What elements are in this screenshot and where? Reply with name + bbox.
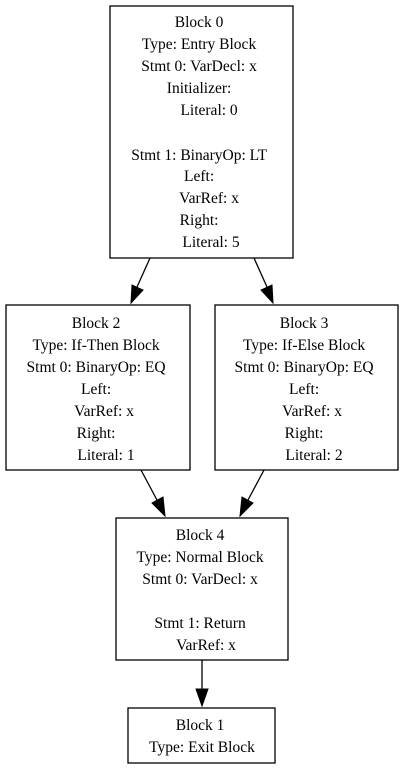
block-0-box <box>109 5 294 259</box>
block-1-line: Block 1 <box>176 717 225 734</box>
block-2-line: Left: <box>81 381 111 398</box>
block-2-line: Literal: 1 <box>77 447 134 464</box>
block-2-line: Type: If-Then Block <box>32 337 159 354</box>
block-0-line: Literal: 5 <box>182 234 239 251</box>
block-0-line: VarRef: x <box>179 190 239 207</box>
block-2-line: Right: <box>77 425 116 442</box>
block-4-line: Block 4 <box>176 527 225 544</box>
block-4-node: Block 4 Type: Normal Block Stmt 0: VarDe… <box>115 517 289 661</box>
block-0-line: Right: <box>180 212 219 229</box>
block-1-line: Type: Exit Block <box>149 739 255 756</box>
edge-block3-to-block4 <box>239 469 265 518</box>
block-3-line: Block 3 <box>280 315 329 332</box>
block-3-line: Stmt 0: BinaryOp: EQ <box>235 359 374 376</box>
block-0-line: Stmt 1: BinaryOp: LT <box>131 147 267 164</box>
block-4-line: Type: Normal Block <box>136 549 263 566</box>
block-2-line: Block 2 <box>72 315 121 332</box>
block-3-line: Literal: 2 <box>285 447 342 464</box>
block-3-line: Right: <box>285 425 324 442</box>
block-3-line: Type: If-Else Block <box>243 337 365 354</box>
edge-block2-to-block4 <box>140 469 166 518</box>
block-1-text: Block 1 Type: Exit Block <box>149 717 255 756</box>
block-0-line: Stmt 0: VarDecl: x <box>141 58 257 75</box>
edge-block4-to-block1 <box>195 660 209 708</box>
block-4-line: VarRef: x <box>176 637 236 654</box>
block-2-line: Stmt 0: BinaryOp: EQ <box>27 359 166 376</box>
block-3-node: Block 3 Type: If-Else Block Stmt 0: Bina… <box>214 304 399 471</box>
block-0-node: Block 0 Type: Entry Block Stmt 0: VarDec… <box>109 5 294 259</box>
block-1-node: Block 1 Type: Exit Block <box>127 707 276 764</box>
block-0-text: Block 0 Type: Entry Block Stmt 0: VarDec… <box>131 14 271 251</box>
block-0-line: Block 0 <box>175 14 224 31</box>
block-2-line: VarRef: x <box>74 403 134 420</box>
block-4-box <box>115 517 289 661</box>
block-4-line: Stmt 1: Return <box>154 615 246 632</box>
edge-block0-to-block2 <box>130 257 151 305</box>
block-2-text: Block 2 Type: If-Then Block Stmt 0: Bina… <box>27 315 170 464</box>
block-2-box <box>5 304 191 471</box>
block-4-line: Stmt 0: VarDecl: x <box>142 571 258 588</box>
block-3-text: Block 3 Type: If-Else Block Stmt 0: Bina… <box>235 315 378 464</box>
block-2-node: Block 2 Type: If-Then Block Stmt 0: Bina… <box>5 304 191 471</box>
block-0-line: Initializer: <box>167 80 232 97</box>
block-1-box <box>127 707 276 764</box>
edges <box>130 257 274 708</box>
block-0-line: Literal: 0 <box>180 102 237 119</box>
edge-block0-to-block3 <box>253 257 274 305</box>
block-0-line: Type: Entry Block <box>142 36 257 53</box>
block-3-box <box>214 304 399 471</box>
block-0-line: Left: <box>184 168 214 185</box>
block-3-line: VarRef: x <box>282 403 342 420</box>
block-4-text: Block 4 Type: Normal Block Stmt 0: VarDe… <box>136 527 267 654</box>
block-3-line: Left: <box>289 381 319 398</box>
